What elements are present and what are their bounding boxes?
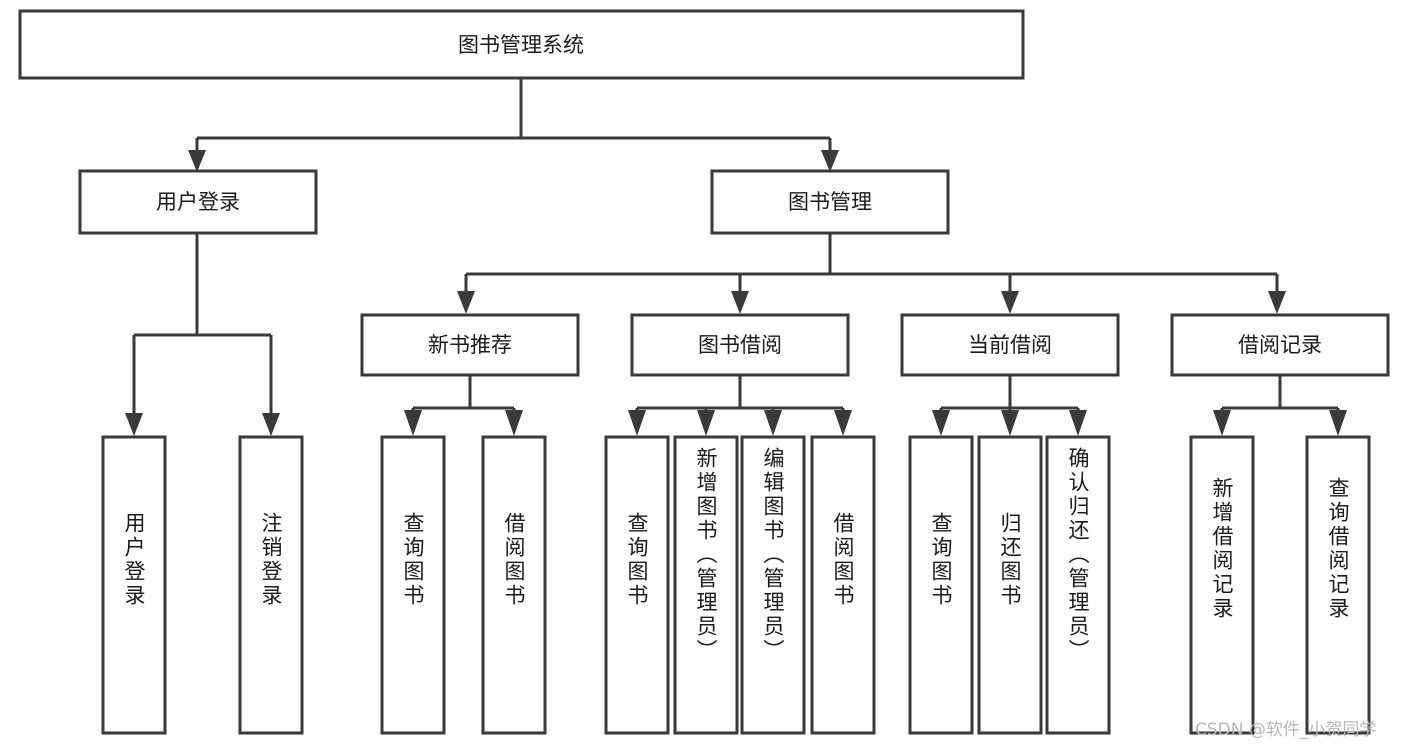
node-leaf-return-book[interactable]: 归还图书	[977, 435, 1043, 735]
node-new-book-recommend-label: 新书推荐	[428, 333, 512, 357]
node-leaf-user-login-box[interactable]	[101, 435, 167, 735]
node-leaf-confirm-return-label: 确认归还（管理员）	[1066, 447, 1090, 663]
arrow-book-borrow	[731, 291, 749, 314]
node-leaf-confirm-return-box[interactable]	[1045, 435, 1111, 735]
node-leaf-borrow-book-1-label: 借阅图书	[502, 512, 526, 608]
arrow-borrow-record	[1268, 291, 1286, 314]
node-leaf-borrow-book-2[interactable]: 借阅图书	[810, 435, 876, 735]
node-leaf-edit-book-box[interactable]	[740, 435, 806, 735]
node-book-manage-box[interactable]	[710, 169, 950, 235]
node-user-login-box[interactable]	[78, 169, 318, 235]
arrow-new-book-recommend	[457, 291, 475, 314]
node-new-book-recommend[interactable]: 新书推荐	[360, 313, 580, 377]
node-user-login-label: 用户登录	[156, 190, 240, 214]
node-leaf-query-book-1[interactable]: 查询图书	[380, 435, 446, 735]
node-leaf-return-book-box[interactable]	[977, 435, 1043, 735]
node-leaf-query-book-2[interactable]: 查询图书	[604, 435, 670, 735]
arrow-leaf-query-record	[1329, 410, 1347, 436]
node-leaf-add-record[interactable]: 新增借阅记录	[1189, 435, 1255, 735]
node-leaf-query-record-label: 查询借阅记录	[1326, 477, 1350, 621]
node-leaf-query-book-1-label: 查询图书	[401, 512, 425, 608]
node-leaf-query-record-box[interactable]	[1305, 435, 1371, 735]
node-borrow-record-label: 借阅记录	[1238, 333, 1322, 357]
node-book-manage[interactable]: 图书管理	[710, 169, 950, 235]
node-leaf-add-record-box[interactable]	[1189, 435, 1255, 735]
node-leaf-add-book-box[interactable]	[673, 435, 739, 735]
node-new-book-recommend-box[interactable]	[360, 313, 580, 377]
node-borrow-record[interactable]: 借阅记录	[1170, 313, 1390, 377]
node-leaf-query-book-3[interactable]: 查询图书	[908, 435, 974, 735]
node-leaf-borrow-book-2-box[interactable]	[810, 435, 876, 735]
node-root-label: 图书管理系统	[458, 33, 584, 57]
csdn-watermark: CSDN @软件_小贺同学	[1195, 720, 1376, 740]
node-user-login[interactable]: 用户登录	[78, 169, 318, 235]
node-leaf-query-book-2-box[interactable]	[604, 435, 670, 735]
node-leaf-return-book-label: 归还图书	[998, 512, 1022, 608]
node-leaf-logout-box[interactable]	[238, 435, 304, 735]
node-leaf-logout[interactable]: 注销登录	[238, 435, 304, 735]
node-leaf-query-book-3-box[interactable]	[908, 435, 974, 735]
node-leaf-logout-label: 注销登录	[259, 512, 283, 608]
arrow-leaf-borrow-book-1	[505, 410, 523, 436]
node-book-borrow-label: 图书借阅	[698, 333, 782, 357]
node-current-borrow-box[interactable]	[900, 313, 1120, 377]
arrow-leaf-return-book	[1001, 410, 1019, 436]
arrow-leaf-confirm-return	[1069, 410, 1087, 436]
node-leaf-query-book-3-label: 查询图书	[929, 512, 953, 608]
arrow-leaf-add-record	[1213, 410, 1231, 436]
node-book-borrow[interactable]: 图书借阅	[630, 313, 850, 377]
arrow-to-book-manage	[821, 150, 839, 172]
node-root[interactable]: 图书管理系统	[18, 9, 1025, 80]
node-leaf-query-record[interactable]: 查询借阅记录	[1305, 435, 1371, 735]
arrow-to-user-login	[188, 150, 206, 172]
connector-layer	[125, 78, 1347, 436]
node-leaf-user-login[interactable]: 用户登录	[101, 435, 167, 735]
arrow-leaf-query-book-1	[404, 410, 422, 436]
node-leaf-query-book-1-box[interactable]	[380, 435, 446, 735]
arrow-leaf-add-book	[697, 410, 715, 436]
node-book-borrow-box[interactable]	[630, 313, 850, 377]
node-leaf-confirm-return[interactable]: 确认归还（管理员）	[1045, 435, 1111, 735]
node-root-box[interactable]	[18, 9, 1025, 80]
arrow-leaf-borrow-book-2	[834, 410, 852, 436]
arrow-leaf-logout	[262, 413, 280, 436]
node-leaf-borrow-book-2-label: 借阅图书	[831, 512, 855, 608]
node-leaf-add-record-label: 新增借阅记录	[1210, 477, 1234, 621]
arrow-current-borrow	[1001, 291, 1019, 314]
arrow-leaf-user-login	[125, 413, 143, 436]
arrow-leaf-query-book-3	[932, 410, 950, 436]
node-leaf-user-login-label: 用户登录	[122, 512, 146, 608]
node-leaf-add-book[interactable]: 新增图书（管理员）	[673, 435, 739, 735]
node-leaf-add-book-label: 新增图书（管理员）	[694, 447, 718, 663]
node-leaf-borrow-book-1[interactable]: 借阅图书	[481, 435, 547, 735]
node-current-borrow[interactable]: 当前借阅	[900, 313, 1120, 377]
node-leaf-edit-book[interactable]: 编辑图书（管理员）	[740, 435, 806, 735]
node-leaf-edit-book-label: 编辑图书（管理员）	[761, 447, 785, 663]
node-book-manage-label: 图书管理	[788, 190, 872, 214]
arrow-leaf-query-book-2	[628, 410, 646, 436]
node-leaf-query-book-2-label: 查询图书	[625, 512, 649, 608]
arrow-leaf-edit-book	[764, 410, 782, 436]
node-current-borrow-label: 当前借阅	[968, 333, 1052, 357]
node-borrow-record-box[interactable]	[1170, 313, 1390, 377]
node-leaf-borrow-book-1-box[interactable]	[481, 435, 547, 735]
